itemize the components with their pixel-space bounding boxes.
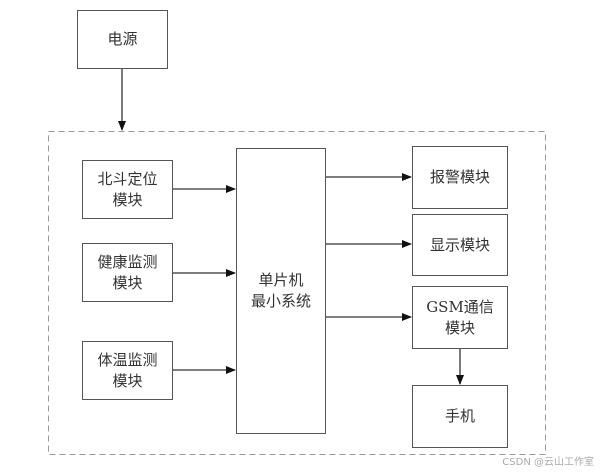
temperature-monitoring-module: 体温监测 模块: [82, 341, 173, 400]
gsm-communication-module: GSM通信 模块: [412, 286, 508, 349]
display-module: 显示模块: [412, 214, 508, 276]
mobile-phone: 手机: [412, 385, 508, 448]
alarm-module: 报警模块: [412, 146, 508, 209]
watermark: CSDN @云山工作室: [502, 457, 594, 468]
health-monitoring-module: 健康监测 模块: [82, 243, 173, 302]
mcu-minimum-system: 单片机 最小系统: [236, 148, 326, 434]
beidou-positioning-module: 北斗定位 模块: [82, 160, 173, 219]
power-supply-box: 电源: [77, 10, 168, 69]
